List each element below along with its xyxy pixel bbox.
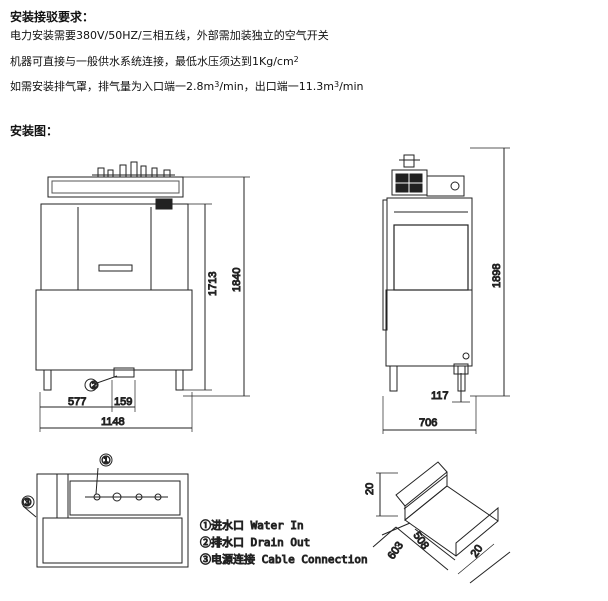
front-view	[35, 161, 250, 432]
rack-dim-width: 603	[386, 540, 406, 562]
legend-water-in: ①进水口 Water In	[200, 519, 304, 532]
rack-dim-edge-right: 20	[469, 543, 486, 560]
front-drain-pipe	[113, 367, 135, 378]
front-callout-drain: ②	[89, 380, 99, 392]
front-door-handle	[98, 264, 133, 272]
front-dim-offset-left: 577	[68, 396, 86, 408]
requirement-exhaust-sup2: 3	[333, 80, 340, 89]
requirement-exhaust: 如需安装排气罩，排气量为入口端一2.8m3/min，出口端一11.3m3/min	[10, 80, 364, 94]
top-control-housing	[69, 480, 181, 516]
requirement-exhaust-c: /min	[339, 80, 364, 93]
front-leg-right	[175, 369, 184, 391]
requirement-water-text: 机器可直接与一般供水系统连接，最低水压须达到1Kg/cm	[10, 55, 294, 68]
drawing-title: 安装图：	[10, 124, 59, 138]
requirement-water: 机器可直接与一般供水系统连接，最低水压须达到1Kg/cm2	[10, 55, 299, 69]
side-leg-front	[389, 365, 398, 392]
top-left-column	[56, 473, 69, 519]
top-outline	[36, 473, 189, 568]
front-top-fittings	[92, 161, 175, 178]
rack-detail	[372, 461, 511, 584]
front-hood-handle	[155, 198, 173, 210]
requirement-exhaust-sup1: 3	[214, 80, 220, 89]
requirements-title: 安装接驳要求：	[10, 10, 95, 24]
front-dim-total-height: 1840	[231, 268, 243, 292]
top-view	[21, 453, 189, 568]
legend-cable-num: ③	[200, 553, 211, 566]
requirement-exhaust-b: /min，出口端一11.3m	[219, 80, 334, 93]
front-control-panel	[47, 176, 184, 198]
legend-water-in-num: ①	[200, 519, 211, 532]
rack-dim-edge-left: 20	[364, 483, 376, 495]
side-dim-height: 1898	[491, 264, 503, 288]
side-cabinet	[385, 289, 473, 367]
top-tank	[42, 517, 183, 564]
front-control-inner	[51, 180, 180, 194]
side-valve	[403, 154, 415, 168]
legend-cable-text: 电源连接 Cable Connection	[211, 552, 368, 566]
side-dim-depth: 706	[419, 417, 437, 429]
legend-drain-out-num: ②	[200, 536, 211, 549]
front-leg-left	[43, 369, 52, 391]
side-dim-inlet-height: 117	[431, 390, 449, 402]
front-hood	[40, 203, 189, 291]
side-motor-box	[426, 175, 465, 197]
legend-drain-out-text: 排水口 Drain Out	[211, 535, 310, 549]
front-dim-body-height: 1713	[207, 272, 219, 296]
requirement-water-sup: 2	[293, 55, 299, 64]
requirement-power: 电力安装需要380V/50HZ/三相五线，外部需加装独立的空气开关	[10, 29, 329, 42]
top-callout-power: ③	[22, 497, 32, 509]
side-view	[382, 147, 510, 434]
front-cabinet	[35, 289, 193, 371]
front-dim-offset-pipe: 159	[114, 396, 132, 408]
legend-water-in-text: 进水口 Water In	[211, 519, 304, 532]
requirement-exhaust-a: 如需安装排气罩，排气量为入口端一2.8m	[10, 80, 215, 93]
front-dim-width: 1148	[101, 416, 125, 428]
rack-dim-length: 508	[411, 530, 431, 552]
legend-drain-out: ②排水口 Drain Out	[200, 535, 310, 549]
legend-cable: ③电源连接 Cable Connection	[200, 552, 368, 566]
top-callout-inlet: ①	[101, 455, 111, 467]
